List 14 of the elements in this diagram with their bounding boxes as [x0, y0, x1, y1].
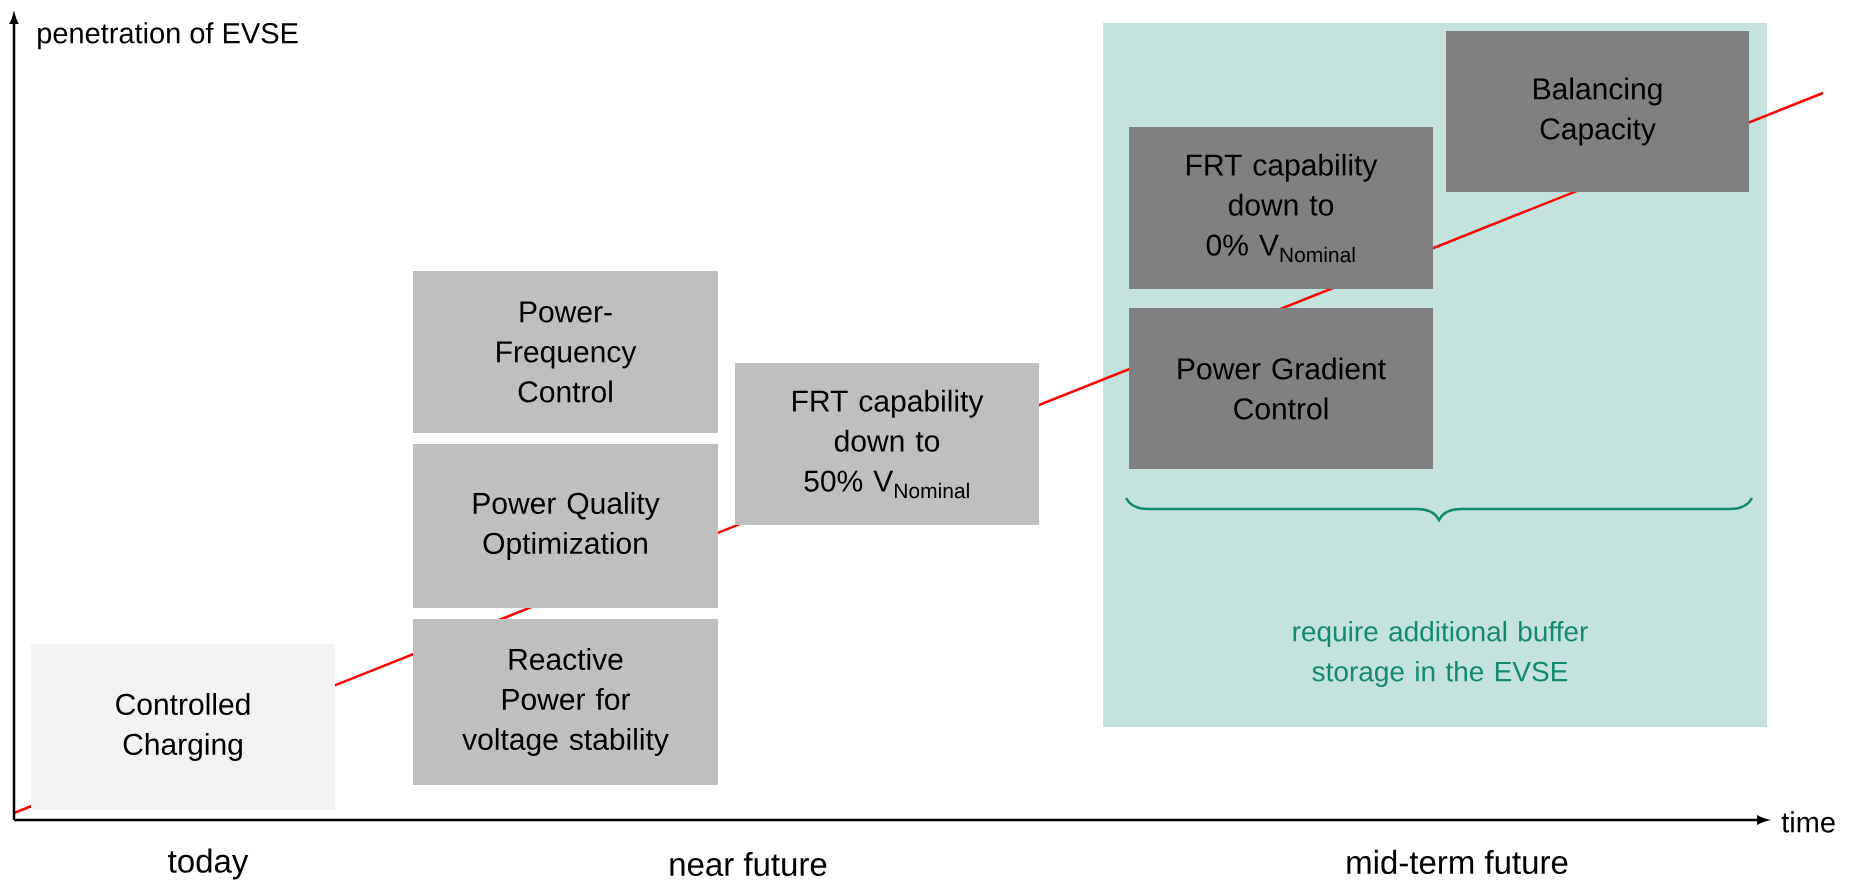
timeline-label: mid-term future — [1347, 849, 1568, 875]
timeline-label: near future — [670, 851, 827, 877]
axis-label: time — [1781, 811, 1835, 833]
timeline-label: today — [168, 848, 249, 880]
process-box: Balancing Capacity — [1446, 31, 1749, 192]
process-box: FRT capability down to 50% V$_{Nominal}$ — [735, 363, 1039, 525]
process-box: Controlled Charging — [31, 644, 335, 810]
process-box: Power Quality Optimization — [413, 444, 718, 608]
note-text: require additional buffer storage in the EVSE — [1293, 620, 1588, 688]
axis-label: penetration of EVSE — [38, 22, 298, 50]
process-box: Reactive Power for voltage stability — [413, 619, 718, 785]
process-box: FRT capability down to 0% V$_{Nominal}$ — [1129, 127, 1433, 289]
process-box: Power-Frequency Control — [413, 271, 718, 433]
process-box: Power Gradient Control — [1129, 308, 1433, 469]
